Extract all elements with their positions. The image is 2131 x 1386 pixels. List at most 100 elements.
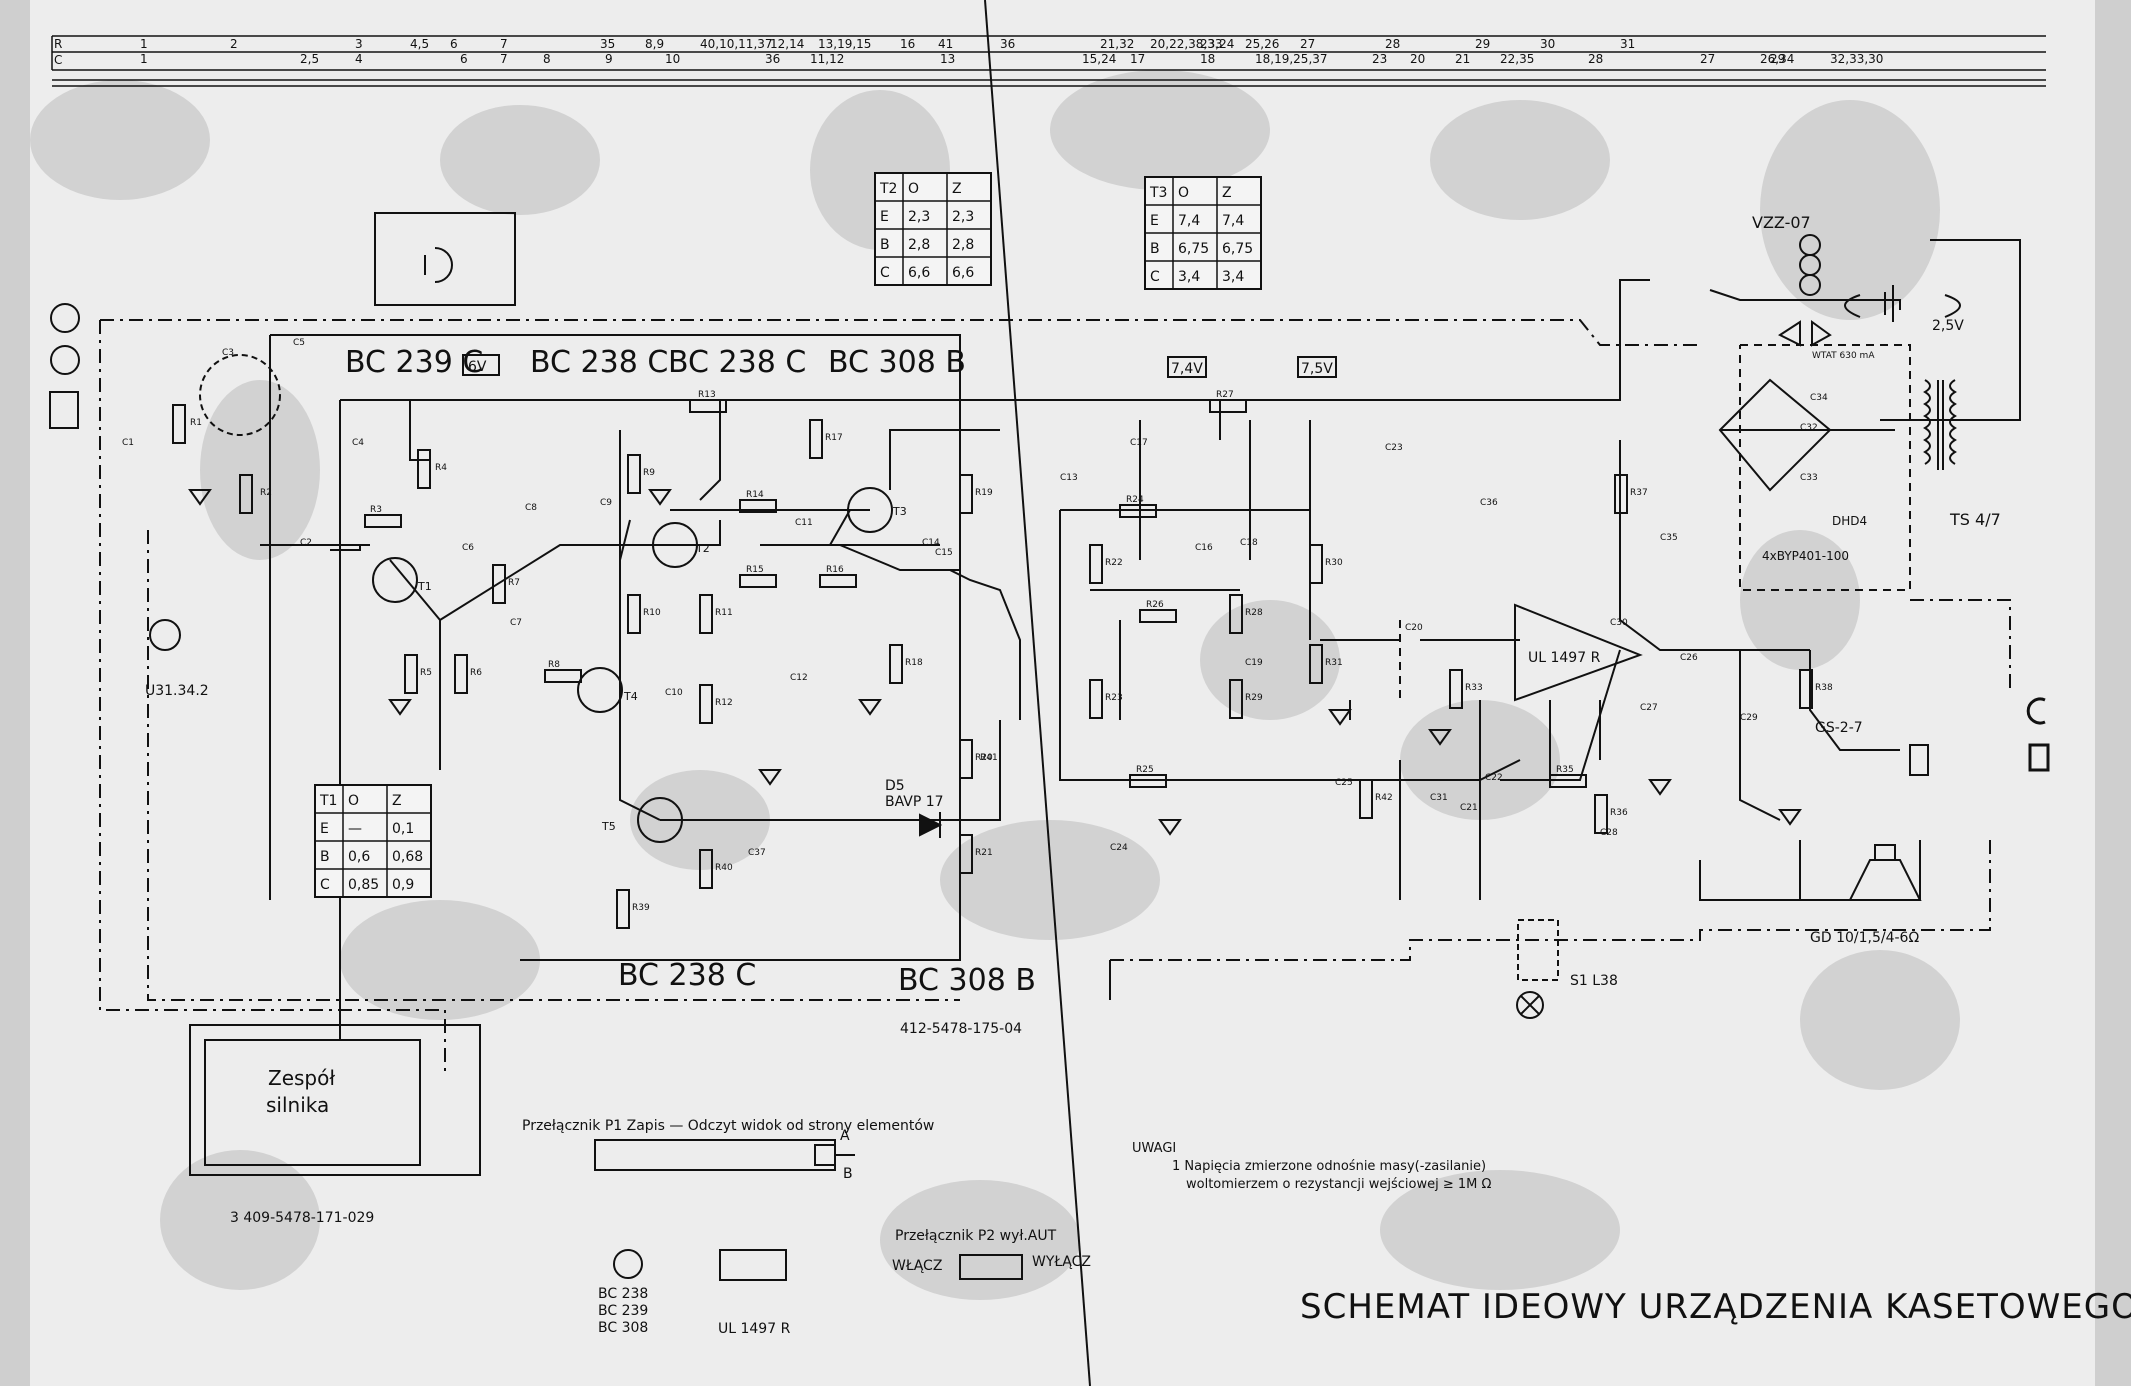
- ruler-r-item: 23,24: [1200, 37, 1234, 51]
- resistor-label: R27: [1216, 390, 1234, 400]
- transistor-t1: [372, 557, 418, 603]
- transistor-t2: [652, 522, 698, 568]
- switch-p2-on: WŁĄCZ: [892, 1258, 942, 1274]
- ruler-r-item: 2: [230, 37, 238, 51]
- ruler-r-item: 12,14: [770, 37, 804, 51]
- table-cell: C: [1150, 269, 1160, 285]
- resistor-label: R30: [1325, 558, 1343, 568]
- ruler-c-item: 29: [1770, 52, 1785, 66]
- scan-noise: [30, 70, 1960, 1300]
- capacitor-label: C36: [1480, 498, 1498, 508]
- ruler-c-item: 21: [1455, 52, 1470, 66]
- table-cell: 0,9: [392, 877, 414, 893]
- pinout-bc308: BC 308: [598, 1320, 648, 1336]
- ruler-c-item: 18,19,25,37: [1255, 52, 1328, 66]
- ruler-r-label: R: [54, 37, 62, 51]
- capacitor-label: C2: [300, 538, 312, 548]
- ruler-r-item: 8,9: [645, 37, 664, 51]
- ruler-c-item: 7: [500, 52, 508, 66]
- capacitor-label: C15: [935, 548, 953, 558]
- ruler-c-item: 1: [140, 52, 148, 66]
- transistor-pinout-icon: [613, 1249, 787, 1281]
- ruler-c-item: 27: [1700, 52, 1715, 66]
- ref-t3: T3: [892, 505, 907, 518]
- ruler-r-item: 13,19,15: [818, 37, 871, 51]
- ruler-c-label: C: [54, 53, 62, 67]
- supply-voltage-label: 2,5V: [1932, 318, 1964, 334]
- table-cell: O: [908, 181, 919, 197]
- resistor-label: R24: [1126, 495, 1144, 505]
- table-cell: T1: [319, 793, 337, 809]
- ruler-c-item: 10: [665, 52, 680, 66]
- resistor-label: R3: [370, 505, 382, 515]
- resistor-label: R2: [260, 488, 272, 498]
- capacitor-label: C24: [1110, 843, 1128, 853]
- capacitor-label: C37: [748, 848, 766, 858]
- capacitor-label: C34: [1810, 393, 1828, 403]
- fold-line: [984, 0, 1091, 1386]
- resistor-label: R39: [632, 903, 650, 913]
- table-cell: Z: [1222, 185, 1232, 201]
- table-cell: C: [320, 877, 330, 893]
- capacitor-label: C31: [1430, 793, 1448, 803]
- resistor-symbols: [172, 399, 1813, 929]
- ruler-c-item: 8: [543, 52, 551, 66]
- table-cell: Z: [952, 181, 962, 197]
- resistor-label: R4: [435, 463, 447, 473]
- capacitor-label: C27: [1640, 703, 1658, 713]
- board-code: 412-5478-175-04: [900, 1021, 1022, 1037]
- capacitor-label: C13: [1060, 473, 1078, 483]
- notes-line-2: woltomierzem o rezystancji wejściowej ≥ …: [1186, 1177, 1491, 1192]
- resistor-label: R41: [980, 753, 998, 763]
- resistor-label: R20: [975, 753, 993, 763]
- capacitor-label: C6: [462, 543, 474, 553]
- ruler-r-item: 36: [1000, 37, 1015, 51]
- capacitor-label: C5: [293, 338, 305, 348]
- voltage-flag-7v5: 7,5V: [1301, 361, 1333, 377]
- ruler-r-item: 27: [1300, 37, 1315, 51]
- table-cell: E: [320, 821, 329, 837]
- ruler-r-item: 31: [1620, 37, 1635, 51]
- wires: [260, 239, 2021, 1040]
- ref-t2: T2: [695, 542, 710, 555]
- ruler-r-item: 16: [900, 37, 915, 51]
- capacitor-label: C33: [1800, 473, 1818, 483]
- capacitor-label: C29: [1740, 713, 1758, 723]
- table-cell: E: [1150, 213, 1159, 229]
- ruler-c-item: 28: [1588, 52, 1603, 66]
- ruler-r-item: 1: [140, 37, 148, 51]
- capacitor-label: C7: [510, 618, 522, 628]
- voltage-flag-6v: 6V: [468, 359, 487, 375]
- resistor-label: R37: [1630, 488, 1648, 498]
- resistor-label: R17: [825, 433, 843, 443]
- ruler-c-item: 18: [1200, 52, 1215, 66]
- transistor-t5: [637, 797, 683, 843]
- resistor-label: R25: [1136, 765, 1154, 775]
- ruler-c-item: 32,33,30: [1830, 52, 1883, 66]
- resistor-label: R5: [420, 668, 432, 678]
- ruler-r-item: 28: [1385, 37, 1400, 51]
- diode-d5-ref: D5: [885, 778, 905, 794]
- table-cell: 2,8: [908, 237, 930, 253]
- table-cell: B: [320, 849, 330, 865]
- resistor-label: R13: [698, 390, 716, 400]
- table-cell: 6,6: [908, 265, 930, 281]
- resistor-label: R40: [715, 863, 733, 873]
- table-cell: 3,4: [1222, 269, 1244, 285]
- resistor-label: R36: [1610, 808, 1628, 818]
- ruler-c-item: 11,12: [810, 52, 844, 66]
- ruler-r-item: 6: [450, 37, 458, 51]
- capacitor-label: C1: [122, 438, 134, 448]
- resistor-label: R8: [548, 660, 560, 670]
- head-label: U31.34.2: [145, 683, 209, 699]
- capacitor-label: C16: [1195, 543, 1213, 553]
- type-t3: BC 238 C: [668, 345, 806, 380]
- resistor-label: R16: [826, 565, 844, 575]
- ref-t1: T1: [417, 580, 432, 593]
- notes-line-1: 1 Napięcia zmierzone odnośnie masy(-zasi…: [1172, 1159, 1486, 1174]
- capacitor-label: C35: [1660, 533, 1678, 543]
